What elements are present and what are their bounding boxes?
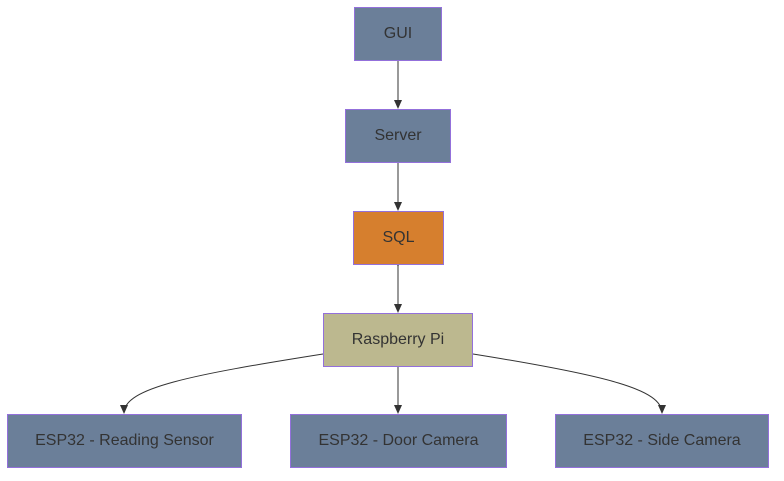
node-sql: SQL xyxy=(353,211,444,265)
node-esp32-side-camera-label: ESP32 - Side Camera xyxy=(583,432,741,449)
node-gui-label: GUI xyxy=(383,25,413,42)
node-raspberry-pi: Raspberry Pi xyxy=(323,313,473,367)
edge-raspberry-pi-to-side-camera xyxy=(472,353,666,414)
node-server-label: Server xyxy=(374,127,422,144)
node-esp32-door-camera: ESP32 - Door Camera xyxy=(290,414,507,468)
node-raspberry-pi-label: Raspberry Pi xyxy=(351,331,445,348)
node-esp32-door-camera-label: ESP32 - Door Camera xyxy=(318,432,479,449)
node-server: Server xyxy=(345,109,451,163)
node-esp32-side-camera: ESP32 - Side Camera xyxy=(555,414,769,468)
node-gui: GUI xyxy=(354,7,442,61)
edge-raspberry-pi-to-reading-sensor xyxy=(120,353,324,414)
node-esp32-reading-sensor-label: ESP32 - Reading Sensor xyxy=(35,432,214,449)
node-esp32-reading-sensor: ESP32 - Reading Sensor xyxy=(7,414,242,468)
node-sql-label: SQL xyxy=(382,229,415,246)
